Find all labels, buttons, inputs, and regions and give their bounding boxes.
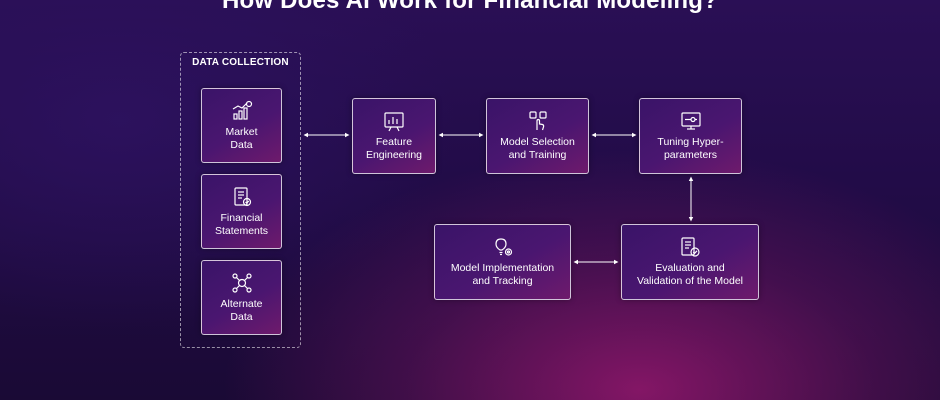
diagram-title: How Does AI Work for Financial Modeling? [221, 0, 719, 14]
group-title: DATA COLLECTION [192, 57, 289, 68]
analytics-board-icon [384, 112, 404, 132]
bulb-gear-icon [494, 238, 512, 256]
statement-report-icon [233, 186, 251, 206]
node-label: Market Data [225, 125, 258, 151]
market-chart-icon [232, 100, 252, 120]
node-label: Tuning Hyper- parameters [657, 136, 724, 161]
data-collection-group: DATA COLLECTION [180, 52, 301, 348]
node-label: Alternate Data [220, 297, 263, 323]
node-alternate-data: Alternate Data [201, 260, 282, 335]
node-model-selection: Model Selection and Training [486, 98, 589, 174]
node-evaluation: Evaluation and Validation of the Model [621, 224, 759, 300]
network-hub-icon [231, 272, 252, 293]
node-label: Model Implementation and Tracking [450, 262, 555, 287]
node-label: Model Selection and Training [500, 136, 575, 161]
node-label: Financial Statements [214, 211, 269, 237]
click-select-icon [528, 111, 547, 131]
node-feature-engineering: Feature Engineering [352, 98, 436, 174]
node-tuning: Tuning Hyper- parameters [639, 98, 742, 174]
node-label: Evaluation and Validation of the Model [636, 262, 744, 287]
node-label: Feature Engineering [365, 136, 423, 161]
node-market-data: Market Data [201, 88, 282, 163]
monitor-settings-icon [680, 112, 701, 130]
node-implementation: Model Implementation and Tracking [434, 224, 571, 300]
node-financial-statements: Financial Statements [201, 174, 282, 249]
checklist-icon [681, 237, 700, 257]
